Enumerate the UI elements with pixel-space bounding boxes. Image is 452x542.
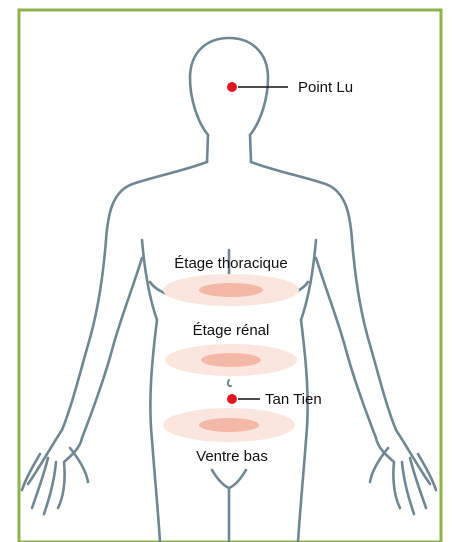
neck-left xyxy=(207,135,208,162)
label-etage-renal: Étage rénal xyxy=(193,322,270,339)
tan-tien-dot xyxy=(227,394,237,404)
neck-right xyxy=(250,135,251,162)
label-point-lu: Point Lu xyxy=(298,79,353,96)
point-lu-dot xyxy=(227,82,237,92)
zone-renal xyxy=(165,344,297,376)
label-etage-thoracique: Étage thoracique xyxy=(174,255,287,272)
label-ventre-bas: Ventre bas xyxy=(196,448,268,465)
label-tan-tien: Tan Tien xyxy=(265,391,322,408)
zone-thoracique xyxy=(163,274,299,306)
zone-ventre-bas xyxy=(163,408,295,442)
